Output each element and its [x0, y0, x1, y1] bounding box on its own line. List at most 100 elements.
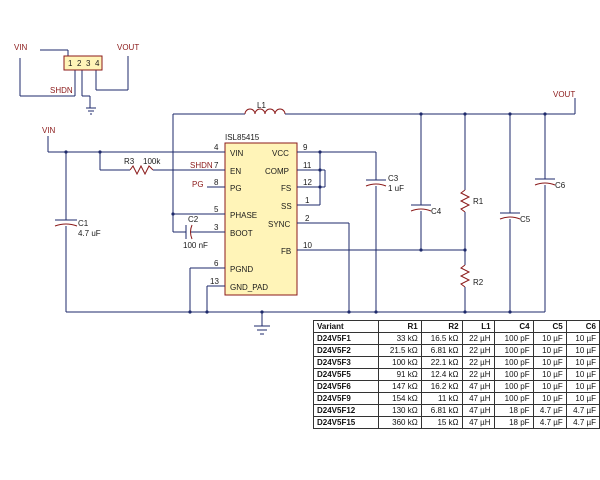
- table-cell: 16.2 kΩ: [420, 380, 463, 393]
- table-cell: 10 µF: [565, 356, 600, 369]
- ic-pin-num-ss: 1: [305, 196, 310, 205]
- connector-vout-label: VOUT: [117, 43, 139, 52]
- table-cell-variant: D24V5F15: [312, 416, 380, 429]
- table-header: Variant: [312, 320, 380, 333]
- table-cell: 100 pF: [493, 332, 534, 345]
- table-cell: 360 kΩ: [378, 416, 422, 429]
- inductor-l1-label: L1: [257, 101, 266, 110]
- capacitor-c2: C2 100 nF: [171, 212, 208, 250]
- connector-shdn-label: SHDN: [50, 86, 73, 95]
- table-header: C4: [493, 320, 534, 333]
- table-cell-variant: D24V5F6: [312, 380, 380, 393]
- table-cell: 91 kΩ: [378, 368, 422, 381]
- connector-block: 1 2 3 4 VIN VOUT SHDN: [14, 43, 139, 115]
- table-cell: 6.81 kΩ: [420, 344, 463, 357]
- pg-net-label: PG: [192, 180, 204, 189]
- ic-pin-name-sync: SYNC: [268, 220, 290, 229]
- table-header: R1: [378, 320, 422, 333]
- table-cell-variant: D24V5F5: [312, 368, 380, 381]
- ic-pin-num-pgnd: 6: [214, 259, 219, 268]
- resistor-r2-label: R2: [473, 278, 484, 287]
- connector-pin-4: 4: [95, 59, 100, 68]
- table-cell-variant: D24V5F12: [312, 404, 380, 417]
- table-cell: 4.7 µF: [532, 416, 567, 429]
- shdn-net-label: SHDN: [190, 161, 213, 170]
- table-cell: 100 pF: [493, 356, 534, 369]
- table-cell: 47 µH: [461, 404, 495, 417]
- table-cell: 147 kΩ: [378, 380, 422, 393]
- ic-pin-name-fs: FS: [281, 184, 291, 193]
- ic-body: [224, 142, 298, 296]
- table-cell-variant: D24V5F3: [312, 356, 380, 369]
- table-cell: 154 kΩ: [378, 392, 422, 405]
- table-cell: 6.81 kΩ: [420, 404, 463, 417]
- table-cell: 10 µF: [565, 344, 600, 357]
- ic-pin-name-pg: PG: [230, 184, 242, 193]
- table-header: C6: [565, 320, 600, 333]
- vout-net-label: VOUT: [553, 90, 575, 99]
- table-cell: 10 µF: [532, 368, 567, 381]
- ic-pin-num-boot: 3: [214, 223, 219, 232]
- table-header: R2: [420, 320, 463, 333]
- vin-net-label: VIN: [42, 126, 56, 135]
- table-cell: 47 µH: [461, 416, 495, 429]
- ic-pin-num-sync: 2: [305, 214, 310, 223]
- table-cell: 100 kΩ: [378, 356, 422, 369]
- table-cell-variant: D24V5F2: [312, 344, 380, 357]
- table-cell: 100 pF: [493, 392, 534, 405]
- ic-pin-name-boot: BOOT: [230, 229, 253, 238]
- table-cell: 10 µF: [565, 368, 600, 381]
- output-rail: L1 VOUT: [172, 90, 576, 214]
- table-cell: 15 kΩ: [420, 416, 463, 429]
- ic-pin-num-fb: 10: [303, 241, 312, 250]
- connector-pin-3: 3: [86, 59, 91, 68]
- table-cell: 4.7 µF: [565, 416, 600, 429]
- input-rail: VIN C1 4.7 uF: [42, 126, 225, 312]
- table-cell-variant: D24V5F9: [312, 392, 380, 405]
- capacitor-c2-label: C2: [188, 215, 199, 224]
- table-cell: 4.7 µF: [532, 404, 567, 417]
- table-cell: 100 pF: [493, 368, 534, 381]
- resistor-r3-label: R3: [124, 157, 135, 166]
- ic-pin-name-fb: FB: [281, 247, 291, 256]
- resistor-r3: [129, 164, 154, 176]
- table-cell: 4.7 µF: [565, 404, 600, 417]
- table-cell: 47 µH: [461, 392, 495, 405]
- ic-pin-num-pg: 8: [214, 178, 219, 187]
- table-cell: 10 µF: [565, 392, 600, 405]
- resistor-r1: [459, 189, 471, 213]
- capacitor-c3-value: 1 uF: [388, 184, 404, 193]
- table-cell: 22.1 kΩ: [420, 356, 463, 369]
- resistor-r3-branch: R3 100k SHDN PG: [98, 150, 225, 189]
- ic-pin-num-en: 7: [214, 161, 219, 170]
- table-cell: 10 µF: [532, 332, 567, 345]
- capacitor-c1-label: C1: [78, 219, 89, 228]
- ground-icon: [254, 325, 270, 335]
- table-cell: 10 µF: [532, 356, 567, 369]
- ic-pin-name-comp: COMP: [265, 167, 289, 176]
- ic-pin-num-comp: 11: [303, 161, 312, 170]
- ic-pin-name-phase: PHASE: [230, 211, 257, 220]
- capacitor-c1-value: 4.7 uF: [78, 229, 101, 238]
- table-header: L1: [461, 320, 495, 333]
- ic-pin-name-en: EN: [230, 167, 241, 176]
- table-cell-variant: D24V5F1: [312, 332, 380, 345]
- table-cell: 18 pF: [493, 416, 534, 429]
- table-cell: 22 µH: [461, 332, 495, 345]
- ic-pin-num-fs: 12: [303, 178, 312, 187]
- table-cell: 22 µH: [461, 344, 495, 357]
- table-cell: 10 µF: [532, 392, 567, 405]
- ic-pin-num-gndpad: 13: [210, 277, 219, 286]
- table-cell: 47 µH: [461, 380, 495, 393]
- vcc-network: C3 1 uF: [318, 150, 404, 312]
- feedback-network: C4 R1 R2 C5 C6: [320, 112, 566, 312]
